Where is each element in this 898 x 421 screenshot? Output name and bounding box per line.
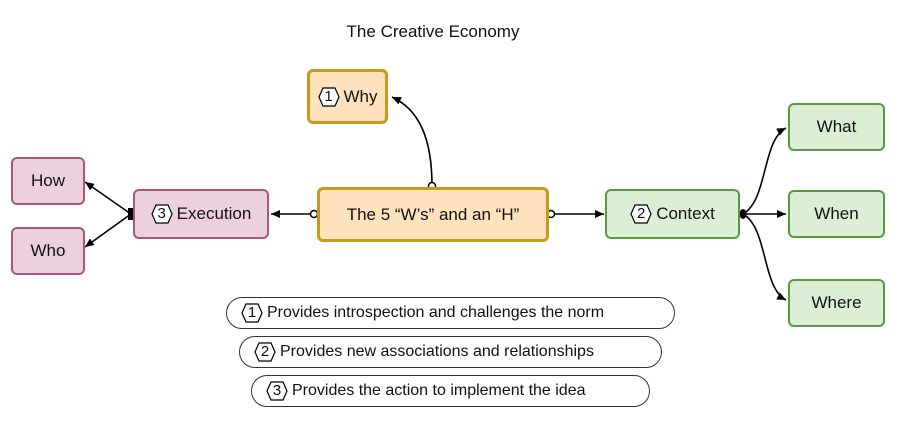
where-node[interactable]: Where [788, 279, 885, 327]
how-node[interactable]: How [11, 157, 85, 205]
center-node[interactable]: The 5 “W’s” and an “H” [317, 187, 549, 242]
connector-execution-how [84, 181, 132, 215]
who-node[interactable]: Who [11, 227, 85, 275]
who-label: Who [30, 241, 66, 260]
hexagon-badge-icon: 3 [266, 380, 288, 402]
execution-node[interactable]: 3 Execution [133, 189, 269, 239]
badge-number: 3 [157, 205, 166, 222]
connector-hub [128, 208, 133, 220]
hexagon-badge-icon: 2 [254, 341, 276, 363]
when-label: When [814, 204, 859, 223]
context-label: Context [656, 204, 715, 223]
hexagon-badge-icon: 2 [630, 203, 652, 225]
legend-item: 1 Provides introspection and challenges … [226, 297, 675, 329]
why-label: Why [343, 86, 378, 106]
what-label: What [816, 117, 857, 136]
badge-number: 2 [637, 205, 646, 222]
connector-center-why [391, 96, 433, 187]
connector-context-where [742, 213, 787, 301]
hexagon-badge-icon: 1 [317, 86, 340, 108]
context-node[interactable]: 2 Context [605, 189, 740, 239]
badge-number: 1 [247, 304, 257, 321]
badge-number: 2 [260, 343, 270, 360]
connector-execution-who [84, 213, 132, 248]
badge-number: 3 [272, 382, 282, 399]
connector-hub [739, 209, 747, 219]
where-label: Where [811, 293, 862, 312]
hexagon-badge-icon: 1 [241, 302, 263, 324]
center-label: The 5 “W’s” and an “H” [346, 204, 520, 224]
connector-context-what [742, 127, 787, 215]
what-node[interactable]: What [788, 103, 885, 151]
legend-item: 3 Provides the action to implement the i… [251, 375, 650, 407]
legend-item: 2 Provides new associations and relation… [239, 336, 662, 368]
hexagon-badge-icon: 3 [150, 203, 173, 225]
why-node[interactable]: 1 Why [307, 69, 388, 124]
when-node[interactable]: When [788, 190, 885, 238]
how-label: How [30, 171, 65, 190]
legend-text: Provides new associations and relationsh… [280, 343, 594, 360]
legend-text: Provides introspection and challenges th… [267, 304, 605, 321]
legend-text: Provides the action to implement the ide… [292, 382, 586, 399]
diagram-title: The Creative Economy [346, 22, 520, 41]
badge-number: 1 [324, 87, 333, 105]
execution-label: Execution [176, 204, 252, 223]
